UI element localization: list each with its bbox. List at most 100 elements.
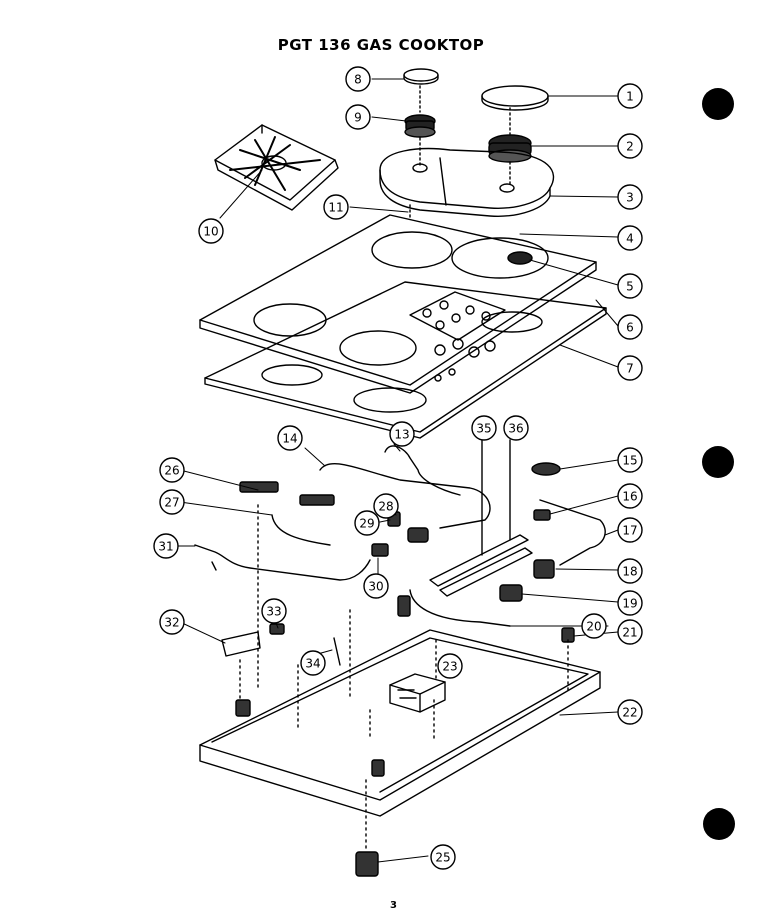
assembly-guides (239, 504, 569, 853)
callout-circle (373, 493, 399, 519)
callout-21: 21 (617, 619, 643, 645)
callout-label: 13 (394, 428, 409, 442)
gas-tubing (194, 445, 606, 627)
callout-18: 18 (617, 558, 643, 584)
callout-circle (617, 447, 643, 473)
transformer-box (389, 673, 446, 713)
callout-22: 22 (617, 699, 643, 725)
callout-circle (617, 558, 643, 584)
manifold-rail (429, 439, 533, 597)
page-title: PGT 136 GAS COOKTOP (277, 36, 485, 54)
callout-35: 35 (471, 415, 497, 441)
callout-label: 36 (508, 422, 523, 436)
igniter-wire (333, 637, 341, 666)
callout-circle (354, 510, 380, 536)
callout-1: 1 (617, 83, 643, 109)
callout-3: 3 (617, 184, 643, 210)
callout-label: 9 (354, 111, 362, 125)
callout-label: 29 (359, 517, 374, 531)
callout-label: 10 (203, 225, 218, 239)
callout-label: 5 (626, 280, 634, 294)
callout-circle (153, 533, 179, 559)
callout-11: 11 (323, 194, 349, 220)
binder-hole-middle (702, 446, 734, 478)
callout-circle (617, 133, 643, 159)
callout-7: 7 (617, 355, 643, 381)
callout-circle (617, 184, 643, 210)
callout-8: 8 (345, 66, 371, 92)
bottom-pan (199, 629, 601, 817)
callout-9: 9 (345, 104, 371, 130)
bracket (221, 631, 261, 657)
callout-circle (617, 517, 643, 543)
callout-circle (617, 314, 643, 340)
callout-circle (503, 415, 529, 441)
burner-ring (507, 251, 533, 265)
callout-15: 15 (617, 447, 643, 473)
callout-19: 19 (617, 590, 643, 616)
callout-14: 14 (277, 425, 303, 451)
burner-grate (214, 124, 339, 211)
callout-23: 23 (437, 653, 463, 679)
callout-label: 35 (476, 422, 491, 436)
callout-label: 17 (622, 524, 637, 538)
callout-label: 15 (622, 454, 637, 468)
callout-circle (159, 489, 185, 515)
callout-label: 4 (626, 232, 634, 246)
callout-36: 36 (503, 415, 529, 441)
callout-circle (617, 83, 643, 109)
callout-2: 2 (617, 133, 643, 159)
knob-ring (531, 462, 561, 476)
callout-32: 32 (159, 609, 185, 635)
callout-label: 18 (622, 565, 637, 579)
burner-base-plate (379, 147, 555, 217)
burner-head-large (488, 134, 532, 163)
callout-label: 23 (442, 660, 457, 674)
binder-hole-top (702, 88, 734, 120)
burner-cap-small (403, 68, 439, 85)
callout-circle (345, 66, 371, 92)
callout-29: 29 (354, 510, 380, 536)
callout-circle (300, 650, 326, 676)
binder-hole-bottom (703, 808, 735, 840)
cooktop-top-glass (199, 214, 597, 394)
callout-circle (617, 619, 643, 645)
valve-parts (235, 481, 575, 877)
callout-27: 27 (159, 489, 185, 515)
callout-circle (261, 598, 287, 624)
callout-label: 27 (164, 496, 179, 510)
callout-label: 6 (626, 321, 634, 335)
callout-label: 20 (586, 620, 601, 634)
callout-label: 33 (266, 605, 281, 619)
page-number: 3 (390, 900, 397, 911)
callout-10: 10 (198, 218, 224, 244)
callout-circle (437, 653, 463, 679)
callout-25: 25 (430, 844, 456, 870)
callout-circle (581, 613, 607, 639)
callout-circle (277, 425, 303, 451)
callout-5: 5 (617, 273, 643, 299)
callout-label: 28 (378, 500, 393, 514)
burner-head-small (404, 114, 436, 138)
callout-circle (159, 609, 185, 635)
callout-label: 7 (626, 362, 634, 376)
callout-label: 16 (622, 490, 637, 504)
callout-circle (617, 273, 643, 299)
callout-circle (363, 573, 389, 599)
callout-label: 2 (626, 140, 634, 154)
callout-34: 34 (300, 650, 326, 676)
callout-circle (617, 699, 643, 725)
callout-label: 31 (158, 540, 173, 554)
callout-circle (617, 355, 643, 381)
callout-26: 26 (159, 457, 185, 483)
callout-label: 11 (328, 201, 343, 215)
callout-label: 25 (435, 851, 450, 865)
callout-31: 31 (153, 533, 179, 559)
callout-6: 6 (617, 314, 643, 340)
callout-label: 19 (622, 597, 637, 611)
callout-13: 13 (389, 421, 415, 447)
burner-cap-large (481, 85, 549, 111)
callout-label: 32 (164, 616, 179, 630)
